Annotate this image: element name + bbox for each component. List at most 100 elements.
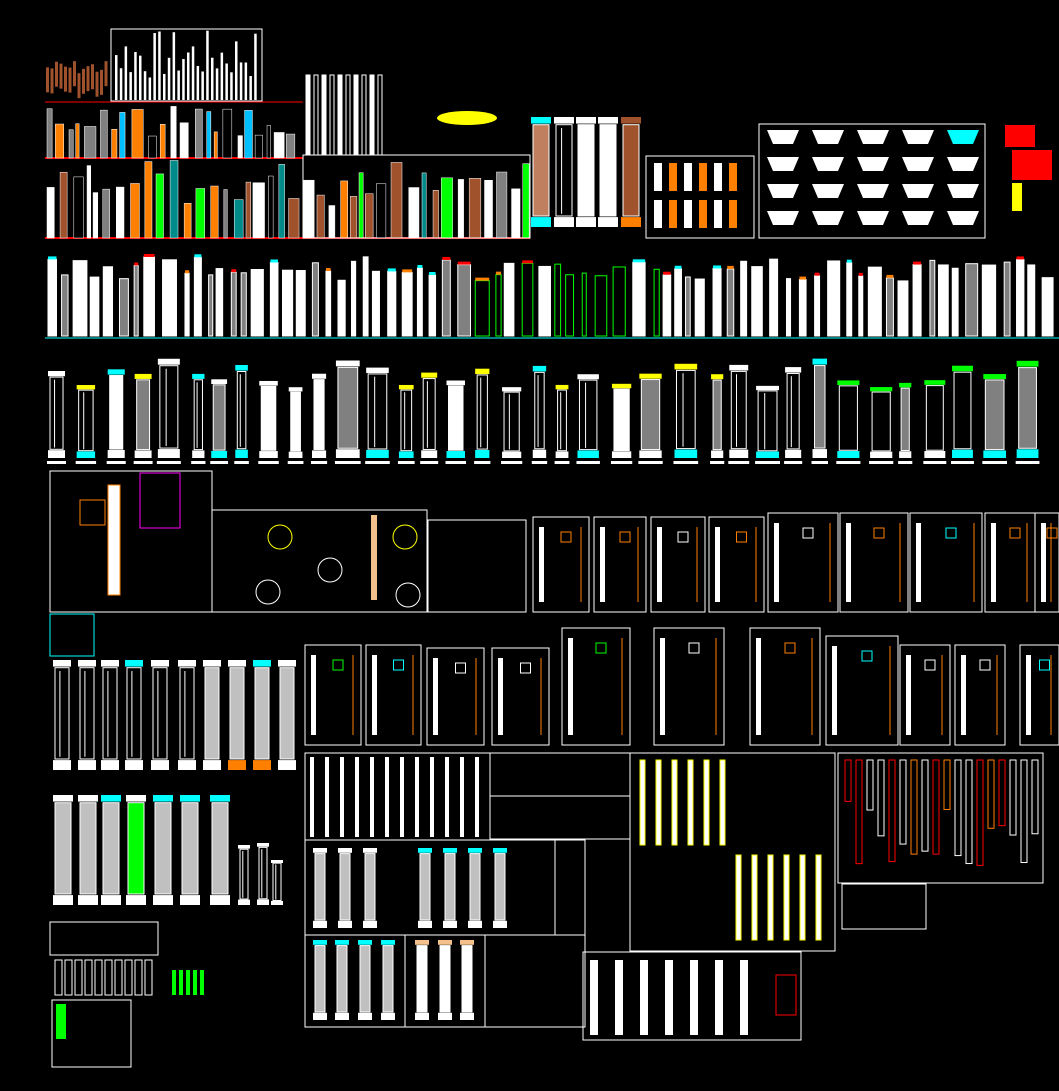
column-section [719, 759, 726, 846]
column-capital [418, 848, 432, 853]
pilaster-elevation [565, 274, 575, 337]
sheet-frame-detail [489, 795, 631, 840]
column-base [76, 451, 96, 458]
column-drawing [101, 795, 121, 905]
column-elevation [421, 172, 427, 239]
column-base [125, 760, 143, 770]
column-elevation [278, 164, 285, 239]
column-base [924, 450, 946, 458]
pilaster [305, 74, 311, 156]
column-base [756, 451, 779, 458]
sheet-frame-detail [593, 516, 647, 613]
column-elevation [390, 162, 403, 239]
capital-detail [947, 184, 979, 198]
column-capital [210, 795, 230, 802]
column-base [151, 760, 169, 770]
pilaster-elevation [94, 959, 103, 996]
column-section [655, 759, 662, 846]
pilaster-cap [402, 269, 413, 273]
sheet-frame-detail [825, 635, 899, 746]
column-elevation [285, 133, 296, 159]
column-elevation [195, 188, 206, 239]
column-base [157, 449, 180, 458]
column-section [385, 757, 389, 837]
sheet-frame-detail [532, 516, 590, 613]
column-capital [611, 383, 632, 389]
pilaster [329, 74, 335, 156]
baluster [139, 55, 142, 100]
column-section [954, 759, 962, 857]
pilaster-elevation [179, 970, 183, 995]
column-capital [639, 373, 662, 379]
ornament [68, 67, 72, 93]
sheet-frame-detail [365, 644, 422, 746]
column-drawing [446, 380, 466, 458]
column-elevation [468, 178, 482, 239]
baluster [699, 163, 707, 191]
sheet-frame-shelf [302, 154, 531, 239]
detail-callout-circle [267, 524, 293, 550]
column-capital [532, 365, 547, 372]
baluster [230, 72, 233, 100]
column-capital [338, 848, 352, 853]
column-capital [278, 660, 296, 667]
column-shaft [126, 667, 142, 760]
column-shaft [290, 391, 301, 452]
column-label-bar [156, 461, 181, 464]
column-drawing [576, 117, 596, 227]
column-section [844, 759, 852, 802]
column-capital [468, 848, 482, 853]
column-section [671, 759, 678, 846]
baluster [153, 33, 156, 101]
pilaster [345, 74, 351, 156]
column-section [846, 523, 851, 602]
capital-detail [767, 211, 799, 225]
column-label-bar [334, 461, 361, 464]
pilaster-cap [475, 277, 490, 281]
baluster [684, 163, 692, 191]
detail-callout-circle [392, 524, 418, 550]
profile-detail [520, 662, 531, 674]
column-shaft [258, 846, 268, 900]
sheet-frame-small [51, 999, 132, 1068]
pilaster [369, 74, 375, 156]
pilaster-elevation [295, 270, 306, 337]
column-section [660, 638, 665, 735]
profile-detail [619, 531, 631, 543]
column-base [253, 760, 271, 770]
column-base [460, 1012, 474, 1020]
column-elevation [268, 175, 274, 239]
column-drawing [358, 940, 372, 1020]
column-shaft [152, 667, 168, 760]
pilaster-elevation [785, 278, 792, 337]
column-shaft [534, 371, 545, 450]
profile-detail [802, 527, 814, 539]
column-drawing [178, 660, 196, 770]
sheet-frame-detail [489, 752, 631, 797]
column-drawing [53, 795, 73, 905]
pilaster-cap [799, 276, 807, 280]
column-section [932, 759, 940, 855]
pilaster-elevation [846, 262, 853, 337]
column-drawing [674, 363, 698, 458]
column-capital [101, 660, 119, 667]
column-capital [134, 373, 152, 379]
pilaster-elevation [769, 258, 779, 337]
column-shaft [54, 802, 72, 895]
pilaster-elevation [457, 264, 471, 337]
column-capital [76, 385, 96, 390]
column-shaft [272, 862, 282, 902]
column-elevation [100, 109, 108, 159]
column-section [961, 655, 966, 735]
column-base [358, 1012, 372, 1020]
column-capital [983, 374, 1007, 380]
column-shaft [1018, 367, 1037, 449]
column-detail [107, 484, 121, 596]
capital-detail [857, 157, 889, 171]
column-label-bar [397, 461, 415, 464]
column-drawing [313, 940, 327, 1020]
column-capital [178, 660, 196, 667]
baluster [654, 200, 662, 228]
pilaster-elevation [104, 959, 113, 996]
